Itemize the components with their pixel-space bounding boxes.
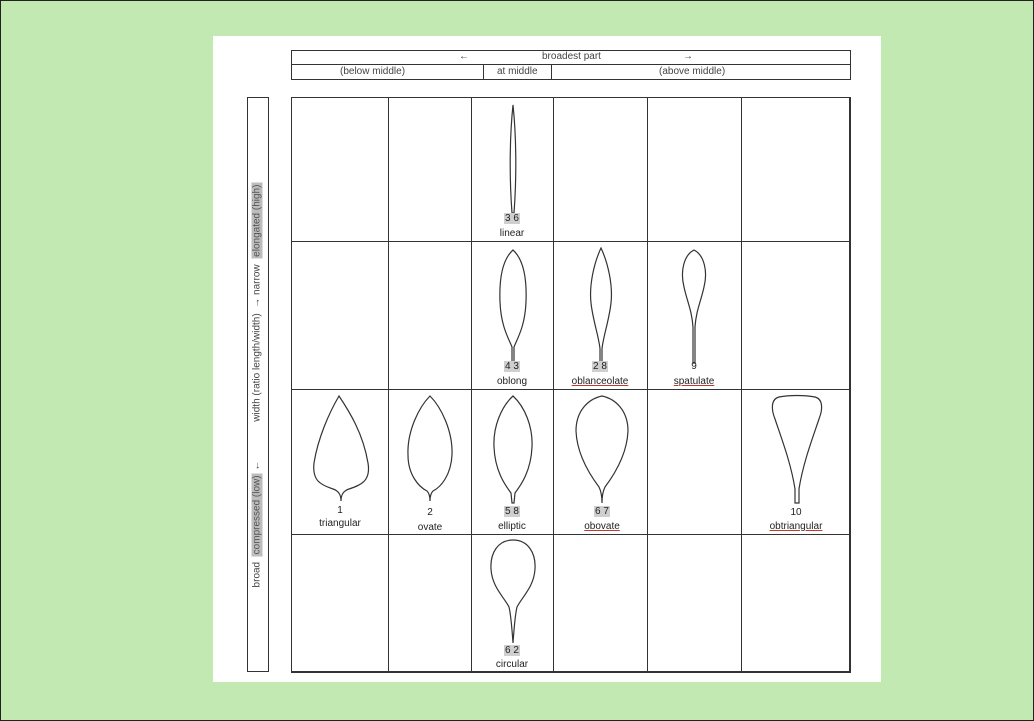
elongated-label: elongated (high) xyxy=(252,183,263,259)
right-arrow: → xyxy=(683,51,693,62)
oblanceolate-code-text: 2 8 xyxy=(592,361,608,372)
circular-leaf-shape xyxy=(488,537,538,647)
obtriangular-name[interactable]: obtriangular xyxy=(751,521,841,532)
linear-code-text: 3 6 xyxy=(504,213,520,224)
grid-cell xyxy=(647,389,742,535)
spatulate-code: 9 xyxy=(674,361,714,372)
grid-cell xyxy=(741,241,850,390)
oblong-code: 4 3 xyxy=(492,361,532,372)
above-middle-label: (above middle) xyxy=(659,66,725,77)
elliptic-code-text: 5 8 xyxy=(504,506,520,517)
circular-code-text: 6 2 xyxy=(504,645,520,656)
left-arrow: ← xyxy=(459,51,469,62)
shape-grid: 3 6 linear 4 3 oblong 2 8 oblanceolate 9… xyxy=(291,97,850,672)
linear-name: linear xyxy=(467,228,557,239)
leaf-shape-diagram: ← broadest part → (below middle) at midd… xyxy=(213,36,881,682)
spatulate-leaf-shape xyxy=(674,247,714,365)
width-ratio-label: broad compressed (low) ← width (ratio le… xyxy=(248,98,268,673)
oblong-code-text: 4 3 xyxy=(504,361,520,372)
triangular-name: triangular xyxy=(295,518,385,529)
grid-cell xyxy=(553,97,648,242)
oblanceolate-leaf-shape xyxy=(581,245,621,365)
grid-cell xyxy=(647,97,742,242)
oblong-name: oblong xyxy=(467,376,557,387)
ovate-name: ovate xyxy=(385,522,475,533)
obovate-code: 6 7 xyxy=(582,506,622,517)
oblanceolate-name[interactable]: oblanceolate xyxy=(555,376,645,387)
spatulate-name[interactable]: spatulate xyxy=(649,376,739,387)
oblong-leaf-shape xyxy=(493,247,533,365)
left-arrow-vertical: ← xyxy=(252,461,263,471)
grid-cell xyxy=(291,534,389,672)
grid-cell xyxy=(388,241,472,390)
below-middle-label: (below middle) xyxy=(340,66,405,77)
grid-cell xyxy=(291,241,389,390)
triangular-leaf-shape xyxy=(311,393,371,505)
obovate-leaf-shape xyxy=(572,393,632,507)
below-middle-header: (below middle) xyxy=(291,64,484,80)
above-middle-header: (above middle) xyxy=(551,64,851,80)
obovate-code-text: 6 7 xyxy=(594,506,610,517)
grid-cell xyxy=(291,97,389,242)
grid-cell xyxy=(553,534,648,672)
linear-leaf-shape xyxy=(501,103,525,215)
linear-code: 3 6 xyxy=(492,213,532,224)
grid-cell xyxy=(741,534,850,672)
ovate-code: 2 xyxy=(410,507,450,518)
width-ratio-text: width (ratio length/width) xyxy=(252,313,263,421)
elliptic-code: 5 8 xyxy=(492,506,532,517)
elliptic-leaf-shape xyxy=(489,393,537,507)
at-middle-label: at middle xyxy=(497,66,538,77)
elliptic-name: elliptic xyxy=(467,521,557,532)
ovate-leaf-shape xyxy=(403,393,457,505)
grid-cell xyxy=(388,97,472,242)
broadest-part-header: ← broadest part → xyxy=(291,50,851,65)
grid-cell xyxy=(388,534,472,672)
circular-code: 6 2 xyxy=(492,645,532,656)
obtriangular-code: 10 xyxy=(776,507,816,518)
oblanceolate-code: 2 8 xyxy=(580,361,620,372)
triangular-code: 1 xyxy=(320,505,360,516)
broadest-part-label: broadest part xyxy=(542,51,601,62)
right-arrow-vertical: → xyxy=(252,298,263,308)
width-ratio-axis: broad compressed (low) ← width (ratio le… xyxy=(247,97,269,672)
at-middle-header: at middle xyxy=(483,64,552,80)
obovate-name[interactable]: obovate xyxy=(557,521,647,532)
compressed-label: compressed (low) xyxy=(252,473,263,556)
grid-cell xyxy=(741,97,850,242)
obtriangular-leaf-shape xyxy=(769,393,825,505)
narrow-label: narrow xyxy=(252,264,263,295)
broad-label: broad xyxy=(252,562,263,588)
grid-cell xyxy=(647,534,742,672)
circular-name: circular xyxy=(467,659,557,670)
